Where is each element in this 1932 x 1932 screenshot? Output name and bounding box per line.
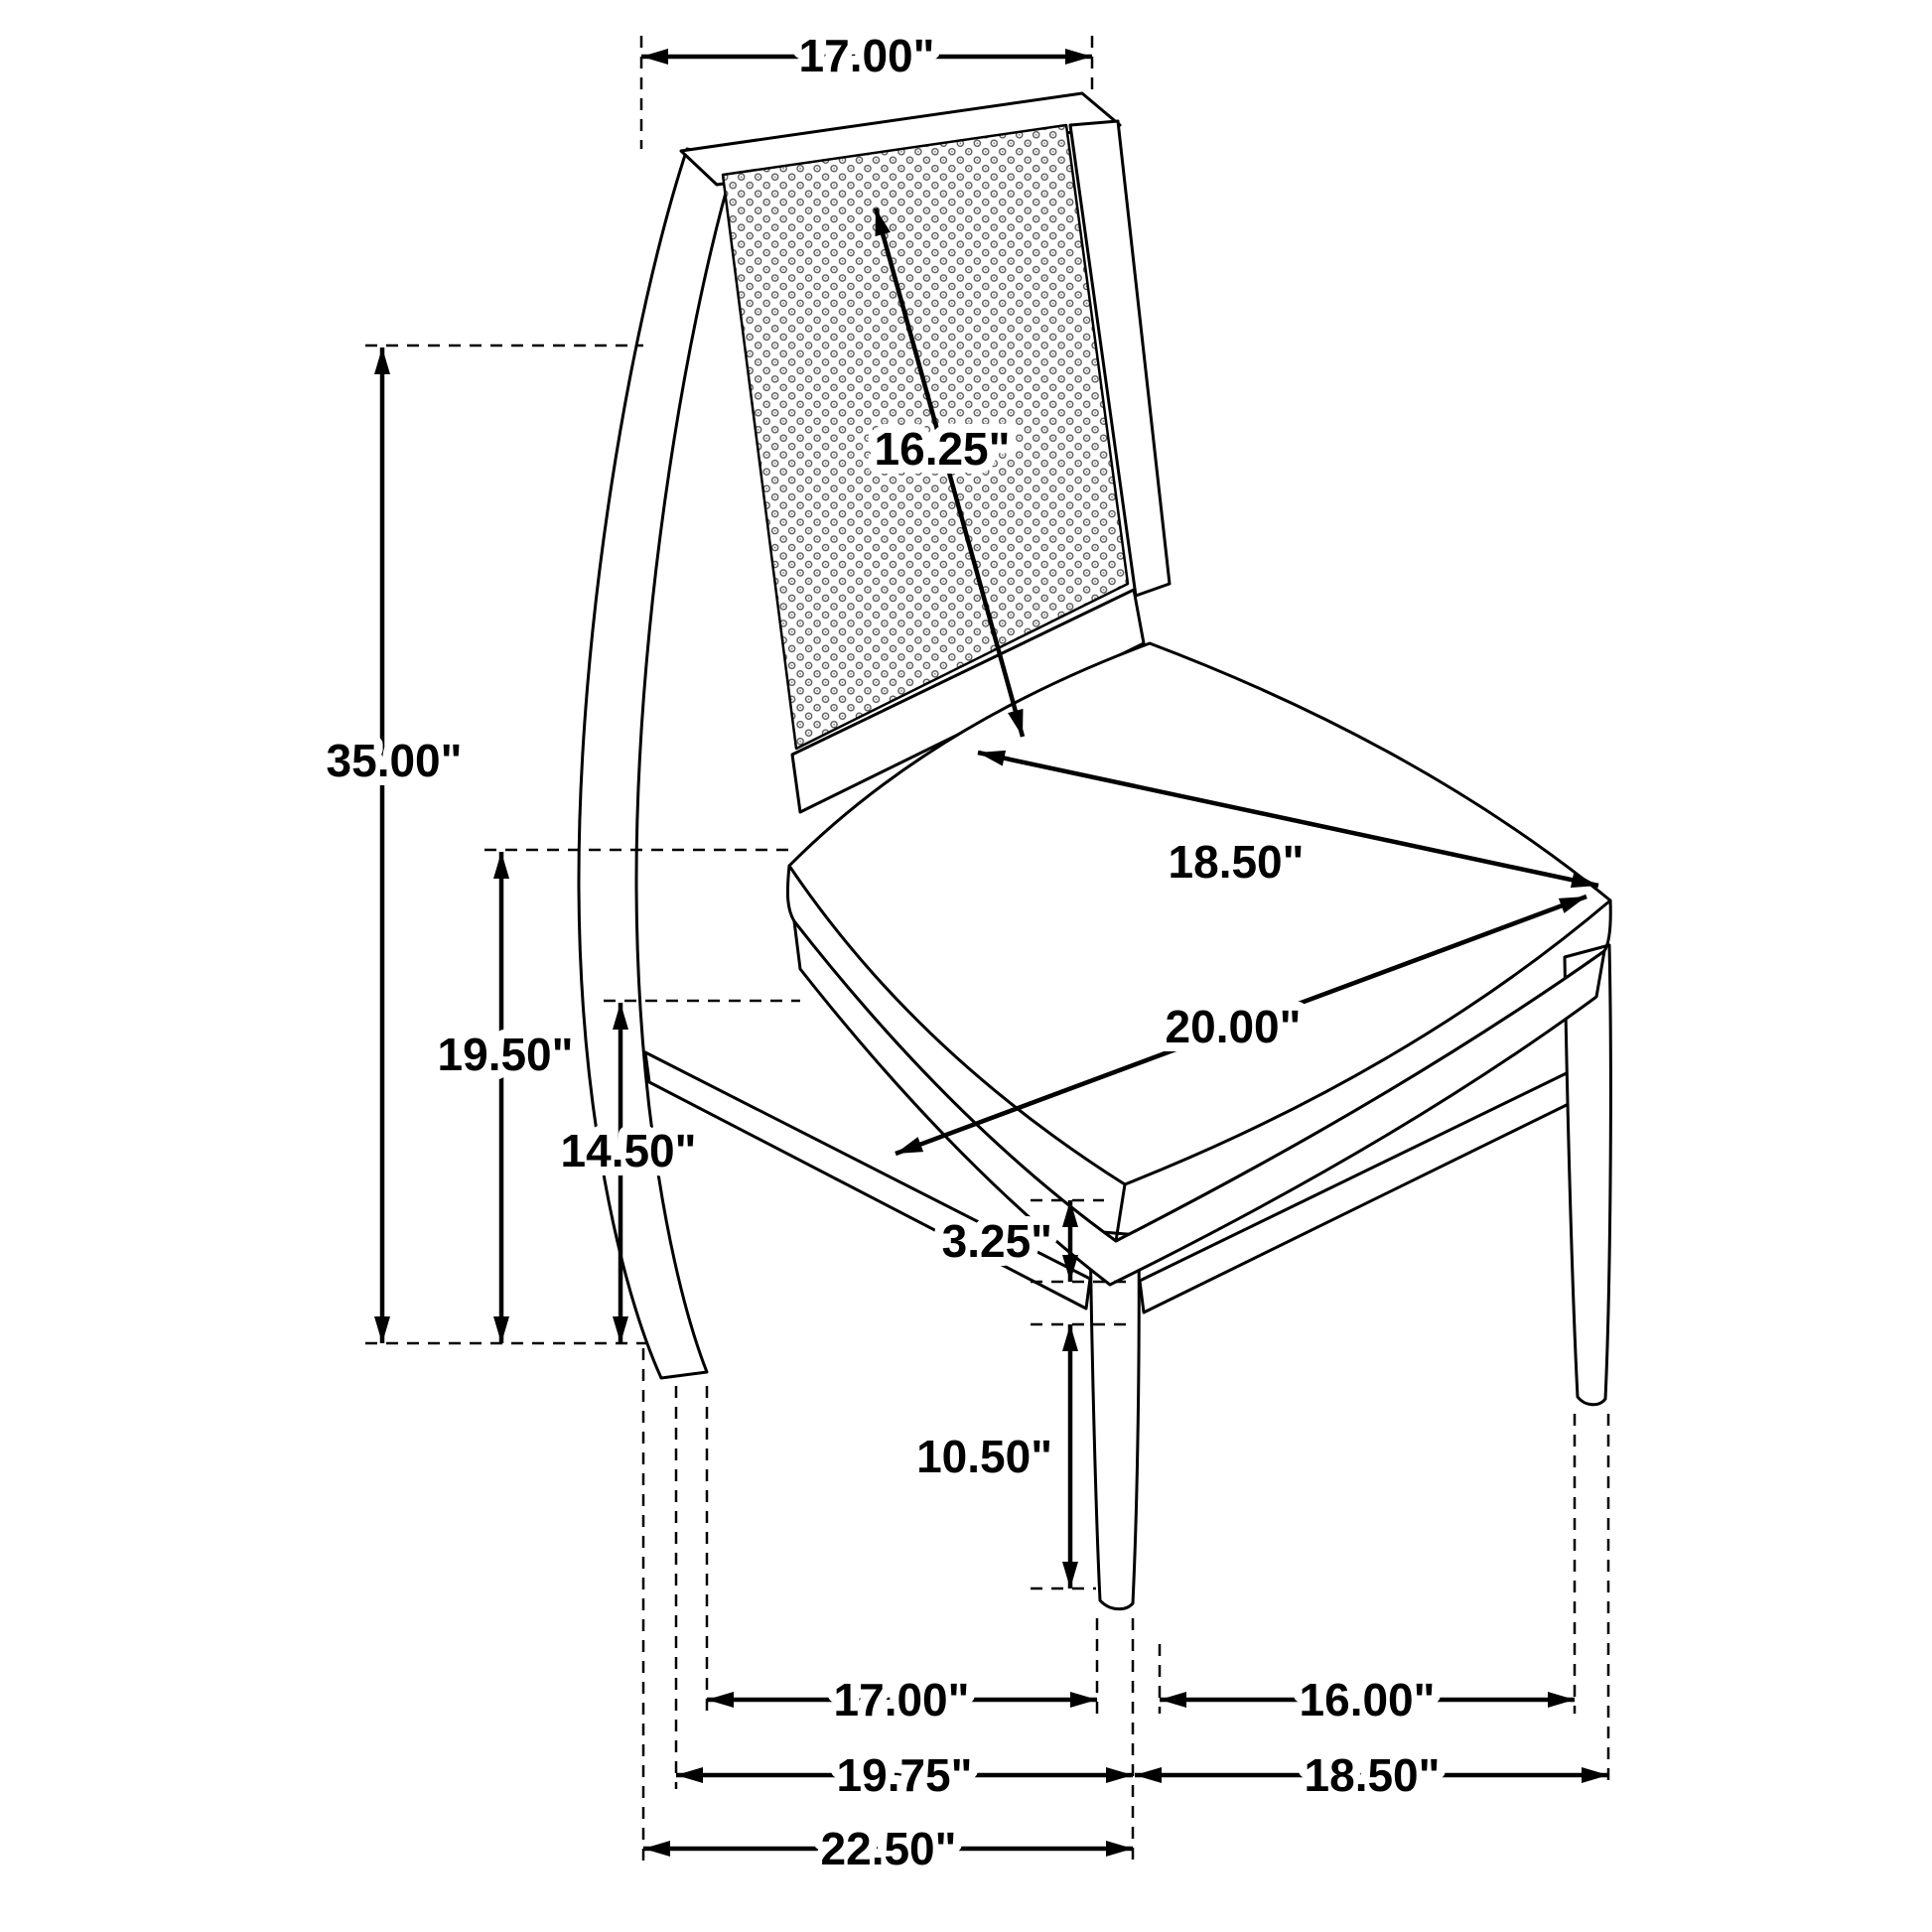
dim-leg-height: 10.50" [907,1322,1132,1590]
dim-seat-height: 19.50" [429,848,794,1343]
dimension-arrow [873,207,1026,738]
dim-label-legs-front-span: 16.00" [1300,1674,1436,1725]
chair-drawing [577,91,1612,1611]
dim-seat-width: 20.00" [895,894,1587,1157]
side-stretcher [643,1050,1092,1311]
dim-label-back-diagonal: 16.25" [875,423,1011,475]
dim-frame-height: 14.50" [552,999,800,1343]
dimension-arrow [895,894,1587,1157]
dim-stretcher-gap: 3.25" [933,1198,1132,1284]
dim-label-leg-height: 10.50" [916,1431,1052,1482]
dim-label-overall-height: 35.00" [327,735,463,786]
dim-label-base-mid-right: 18.50" [1305,1749,1441,1801]
back-left-post [577,147,737,1380]
dim-label-frame-height: 14.50" [561,1125,697,1176]
back-top-rail [679,91,1122,187]
dim-base-mid-right: 18.50" [1135,1740,1608,1810]
dim-label-top-width: 17.00" [799,30,935,81]
base-extension-lines [641,1348,1610,1863]
dim-base-mid-left: 19.75" [676,1740,1133,1810]
dim-legs-side-span: 17.00" [707,1665,1097,1734]
dim-top-width: 17.00" [639,21,1094,149]
dimension-arrow [977,750,1599,889]
front-leg [1088,1229,1141,1611]
dim-label-base-overall: 22.50" [821,1823,957,1874]
dim-label-legs-side-span: 17.00" [834,1674,970,1725]
dim-legs-front-span: 16.00" [1160,1665,1575,1734]
dim-label-base-mid-left: 19.75" [837,1749,973,1801]
dim-seat-depth: 18.50" [977,750,1599,897]
dim-label-seat-depth: 18.50" [1169,836,1305,888]
dim-overall-height: 35.00" [318,344,647,1345]
dim-base-overall: 22.50" [643,1814,1133,1883]
seat-front-corner-line [1114,1182,1127,1243]
dim-label-seat-height: 19.50" [438,1029,574,1080]
dim-label-seat-width: 20.00" [1166,1001,1302,1052]
dim-label-stretcher-gap: 3.25" [942,1215,1052,1267]
seat-apron [792,919,1606,1287]
dim-back-diagonal: 16.25" [866,207,1026,738]
